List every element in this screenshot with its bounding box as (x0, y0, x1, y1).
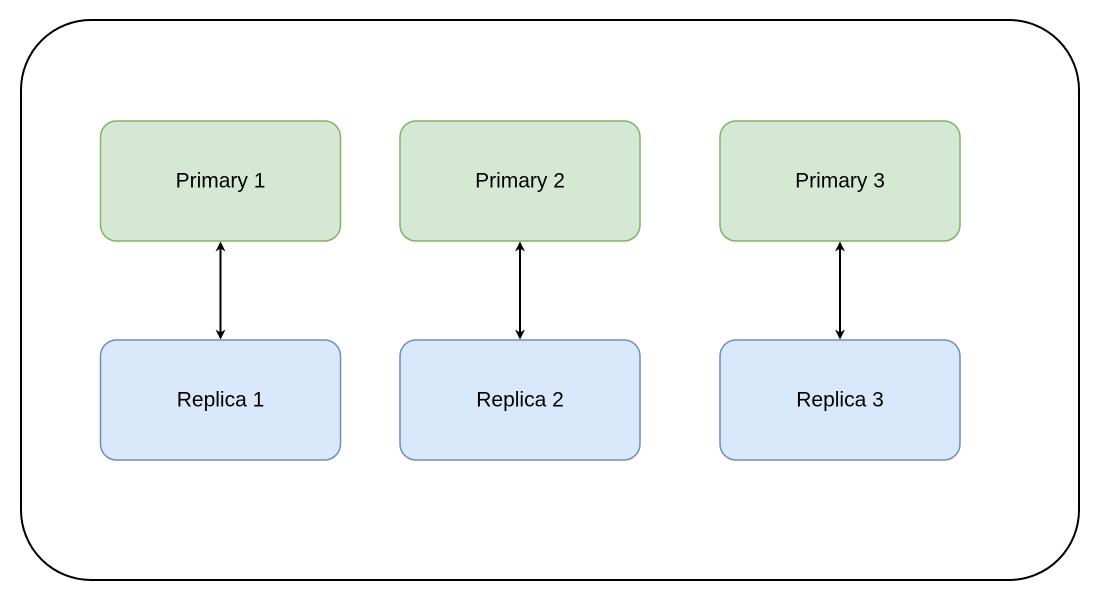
primary-node-1-label: Primary 1 (176, 170, 266, 193)
pair-2: Primary 2 Replica 2 (399, 120, 641, 461)
replica-node-2-label: Replica 2 (476, 389, 564, 412)
primary-node-3[interactable] (719, 120, 961, 242)
replica-node-3-label: Replica 3 (796, 389, 884, 412)
primary-node-1[interactable] (99, 120, 342, 242)
replica-node-1[interactable] (99, 339, 342, 461)
replica-node-1-label: Replica 1 (177, 389, 265, 412)
primary-node-2-label: Primary 2 (475, 170, 565, 193)
replica-node-2[interactable] (399, 339, 641, 461)
primary-node-3-label: Primary 3 (795, 170, 885, 193)
pair-3: Primary 3 Replica 3 (719, 120, 961, 461)
pair-1: Primary 1 Replica 1 (99, 120, 342, 461)
replica-node-3[interactable] (719, 339, 961, 461)
primary-node-2[interactable] (399, 120, 641, 242)
cluster-container (20, 19, 1080, 581)
